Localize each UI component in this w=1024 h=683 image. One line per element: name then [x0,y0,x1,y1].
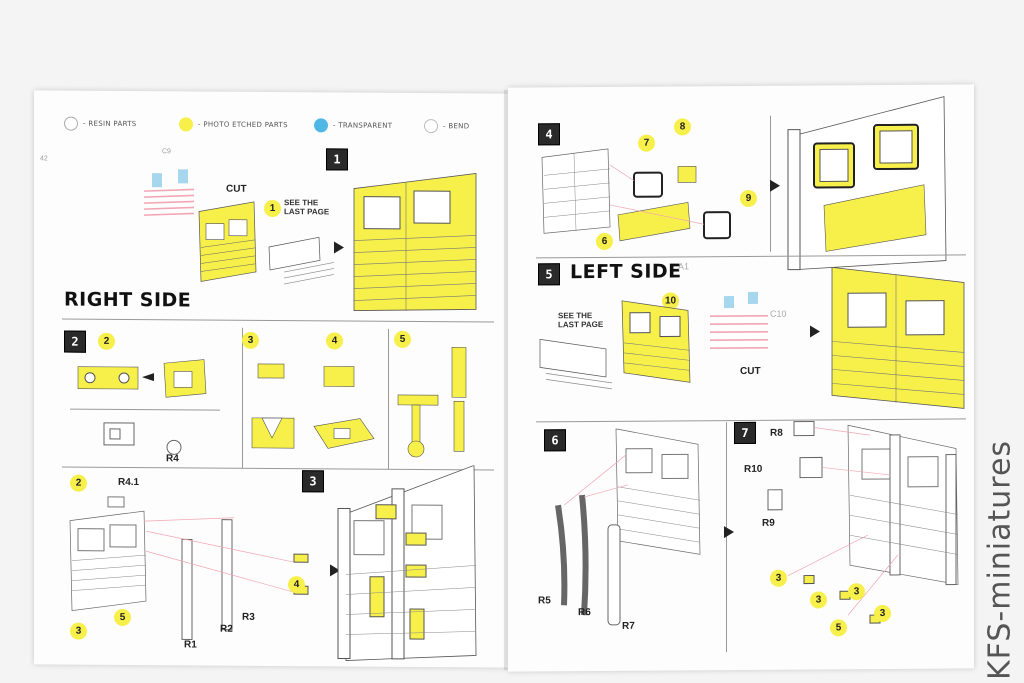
step-3-number: 3 [302,470,324,493]
step2-column-divider [242,327,243,468]
ref-part-42: 42 [40,155,48,163]
step7-badge-3a: 3 [770,569,787,587]
legend-bend: - BEND [424,119,470,134]
divider [62,318,494,323]
step3-resin-r3: R3 [242,611,255,623]
step1-exploded-diagram [143,169,334,285]
step1-result-panel [353,172,477,311]
step2-badge-4: 4 [326,332,343,350]
step6-exploded-diagram [555,428,701,626]
legend-resin: - RESIN PARTS [64,116,137,132]
step3-resin-r1: R1 [184,639,197,651]
step3-badge-3: 3 [70,622,87,640]
step2-resin-parts [103,422,182,455]
step1-cut-label: CUT [226,183,247,195]
step2-part-5-diagram [397,346,467,458]
step4-result-panel [787,96,947,271]
step2-badge-2: 2 [98,332,115,350]
transparent-swatch [314,118,328,133]
arrow-right-icon [724,526,734,539]
step7-badge-3d: 3 [874,604,891,623]
legend-photo-etched: - PHOTO ETCHED PARTS [179,117,288,132]
step1-see-last-page-note: SEE THE LAST PAGE [284,198,330,217]
step5-pe-panel [621,300,691,383]
step2-badge-3: 3 [242,331,259,349]
step-2-number: 2 [64,330,86,353]
step2-column-divider-2 [388,328,389,469]
step7-badge-3b: 3 [810,591,827,609]
step1-part-badge: 1 [264,199,281,218]
ref-part-c9: C9 [162,148,171,156]
step6-resin-r6: R6 [578,607,591,619]
resin-swatch [64,116,78,131]
step5-see-last-page-note: SEE THE LAST PAGE [558,311,604,330]
step3-badge-4: 4 [288,576,305,594]
step2-resin-r4: R4 [166,453,179,465]
step3-result-panel [337,464,477,661]
step5-strips [710,291,768,350]
step-1-number: 1 [326,148,348,171]
legend-bend-label: - BEND [443,122,470,131]
left-side-heading: LEFT SIDE [570,260,682,284]
step5-cut-label: CUT [740,365,761,378]
step-4-number: 4 [538,123,560,146]
legend-pe-label: - PHOTO ETCHED PARTS [198,120,288,130]
step3-exploded-diagram [69,496,309,640]
step2-pe-parts [77,359,207,398]
step3-badge-2: 2 [70,474,87,492]
legend-resin-label: - RESIN PARTS [83,119,137,129]
right-side-heading: RIGHT SIDE [64,288,192,312]
ref-part-a1: A1 [678,261,690,272]
step6-resin-r7: R7 [622,620,635,632]
arrow-right-icon [334,241,344,254]
arrow-right-icon [810,325,820,338]
step-5-number: 5 [538,263,560,286]
arrow-right-icon [770,179,780,192]
arrow-right-icon [330,564,340,577]
step5-result-panel [831,266,965,409]
step7-badge-5: 5 [830,619,847,637]
step7-badge-3c: 3 [848,583,865,601]
step2-part-3-diagram [251,363,295,449]
legend-transparent-label: - TRANSPARENT [333,121,393,130]
step3-resin-r4-1: R4.1 [118,476,140,489]
step4-badge-7: 7 [638,134,655,152]
step4-badge-8: 8 [674,118,691,136]
step4-exploded-diagram [541,148,731,242]
step3-badge-5: 5 [114,608,131,627]
step4-badge-9: 9 [740,189,757,208]
kfs-watermark: KFS-miniatures [980,440,1020,680]
right-instruction-page: 4 7 8 9 6 5 LEFT SIDE SEE THE LAST P [508,84,974,672]
step2-part-4-diagram [313,366,375,449]
step-7-number: 7 [734,421,756,445]
step5-insert-panel [539,338,613,390]
step7-exploded-diagram [767,420,959,624]
legend-transparent: - TRANSPARENT [314,118,392,133]
step4-badge-6: 6 [596,232,613,251]
watermark-text: KFS-miniatures [982,439,1018,681]
photo-etched-swatch [179,117,193,132]
step2-sub-divider [70,408,220,411]
ref-part-c10: C10 [770,308,787,319]
step3-resin-r2: R2 [220,623,233,635]
left-instruction-page: - RESIN PARTS - PHOTO ETCHED PARTS - TRA… [34,90,508,668]
step6-resin-r5: R5 [538,595,551,607]
bend-swatch [424,119,438,134]
